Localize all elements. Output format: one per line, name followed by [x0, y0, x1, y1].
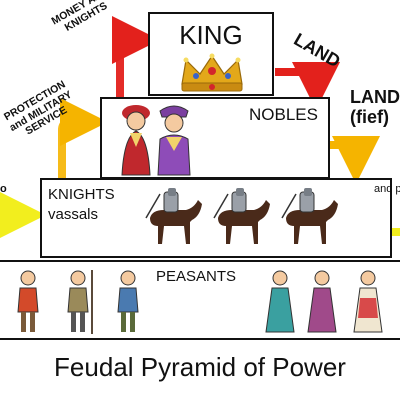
crown-icon	[181, 53, 243, 92]
vassals-label: vassals	[48, 206, 99, 223]
peasant-figure-icon	[265, 270, 295, 333]
left-partial-label: o	[0, 183, 7, 195]
knights-box: KNIGHTS vassals	[40, 178, 392, 258]
armored-knight-on-horse-icon	[281, 188, 338, 244]
armored-knight-on-horse-icon	[145, 188, 202, 244]
peasants-label: PEASANTS	[156, 268, 237, 285]
arrow-nobles-to-king	[112, 16, 160, 98]
land-fief-line-1: LAND	[350, 87, 400, 107]
nobles-box: NOBLES	[100, 97, 330, 179]
armored-knight-on-horse-icon	[213, 188, 270, 244]
knights-label: KNIGHTS	[48, 186, 115, 203]
peasant-figure-icon	[117, 270, 139, 332]
arrow-knights-to-nobles	[58, 98, 108, 178]
peasant-figure-icon	[353, 270, 383, 333]
nobles-label: NOBLES	[249, 105, 318, 124]
peasant-figure-icon	[307, 270, 337, 333]
land-fief-label: LAND (fief)	[350, 88, 400, 126]
arrow-king-to-nobles	[275, 62, 340, 110]
noble-couple-icon	[121, 105, 191, 176]
king-box: KING	[148, 12, 274, 96]
arrow-nobles-to-knights	[330, 136, 380, 184]
page-title: Feudal Pyramid of Power	[54, 352, 346, 382]
peasants-box: PEASANTS	[0, 260, 400, 340]
land-fief-line-2: (fief)	[350, 107, 389, 127]
king-label: KING	[179, 20, 243, 50]
right-partial-label: and p	[374, 183, 400, 195]
peasant-figure-icon	[67, 270, 93, 334]
peasant-figure-icon	[17, 270, 39, 332]
